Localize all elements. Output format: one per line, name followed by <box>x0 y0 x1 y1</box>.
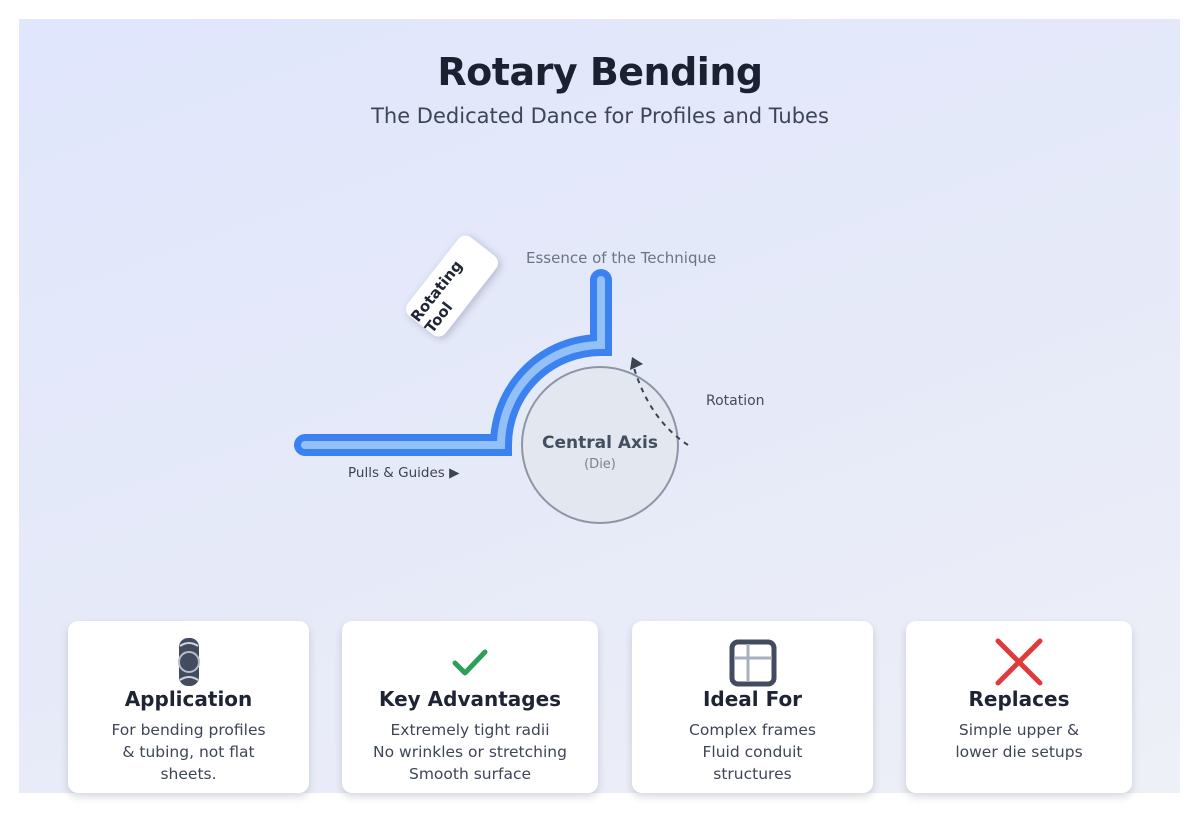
die-circle <box>521 366 679 524</box>
card-title: Ideal For <box>702 687 803 711</box>
card-application: Application For bending profiles& tubing… <box>68 621 309 793</box>
check-icon <box>452 649 488 681</box>
card-title: Application <box>124 687 253 711</box>
page-title: Rotary Bending <box>437 50 763 94</box>
card-title: Key Advantages <box>378 687 562 711</box>
card-description: Simple upper &lower die setups <box>955 721 1083 761</box>
frame-icon <box>729 639 777 691</box>
cross-icon <box>994 637 1044 691</box>
pulls-guides-label: Pulls & Guides ▶ <box>348 465 460 481</box>
central-axis-label: Central Axis <box>542 433 658 453</box>
page-subtitle: The Dedicated Dance for Profiles and Tub… <box>371 104 829 128</box>
essence-label: Essence of the Technique <box>526 249 717 267</box>
tube-icon <box>176 637 202 691</box>
card-title: Replaces <box>968 687 1070 711</box>
rotation-label: Rotation <box>706 393 765 409</box>
card-replaces: Replaces Simple upper &lower die setups <box>906 621 1132 793</box>
rotation-arrowhead-icon <box>630 357 643 370</box>
die-label: (Die) <box>584 457 616 472</box>
